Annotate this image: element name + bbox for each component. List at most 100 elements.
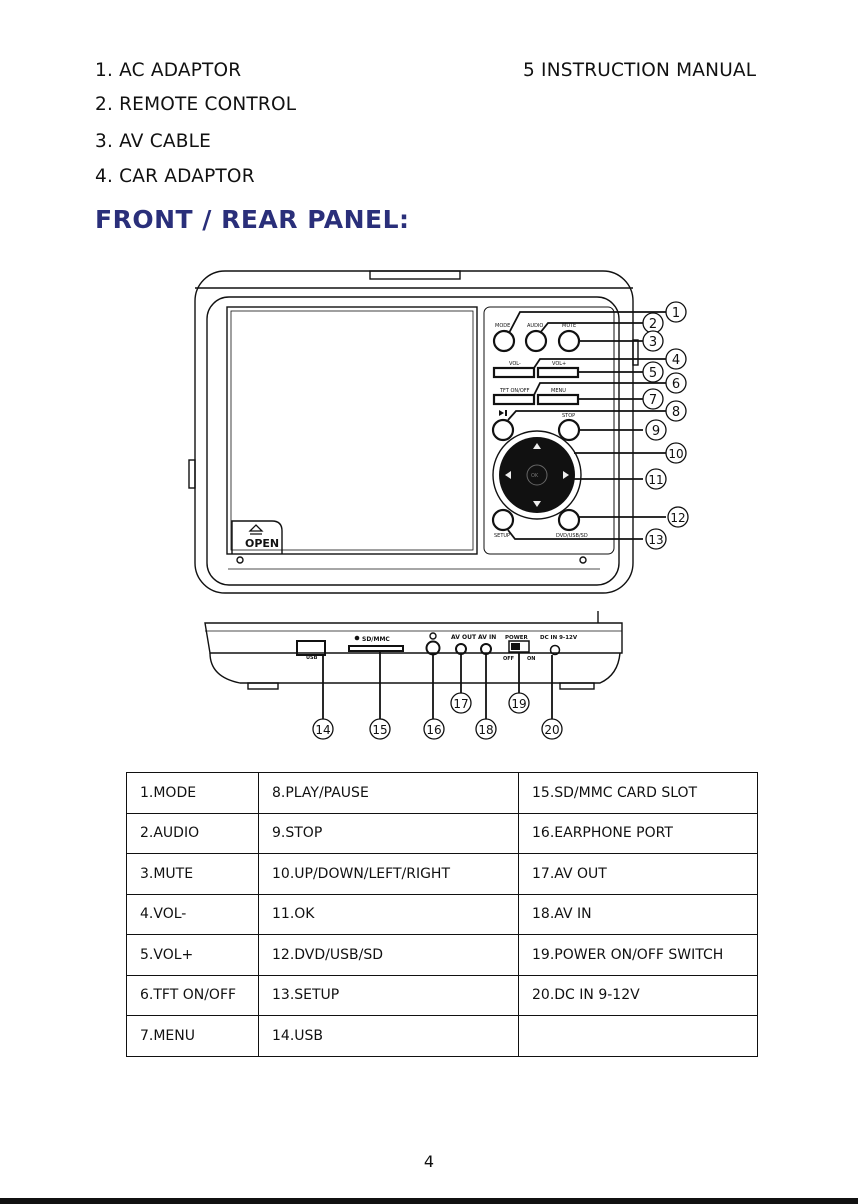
tft-button[interactable] bbox=[492, 393, 536, 406]
table-cell: 9.STOP bbox=[258, 812, 519, 854]
vol-minus-button[interactable] bbox=[492, 366, 536, 379]
table-row: 5.VOL+ 12.DVD/USB/SD 19.POWER ON/OFF SWI… bbox=[126, 934, 758, 976]
usb-port[interactable] bbox=[296, 640, 326, 656]
page-number: 4 bbox=[423, 1152, 435, 1171]
label-av-in: AV IN bbox=[478, 634, 496, 641]
callout-2: 2 bbox=[649, 317, 657, 332]
callout-6: 6 bbox=[672, 377, 680, 392]
callout-11: 11 bbox=[648, 473, 663, 487]
menu-button[interactable] bbox=[536, 393, 580, 406]
label-vol-minus: VOL- bbox=[509, 361, 521, 367]
table-row: 7.MENU 14.USB bbox=[126, 1015, 758, 1057]
label-usb: USB bbox=[306, 655, 318, 661]
earphone-port[interactable] bbox=[425, 640, 441, 656]
table-cell: 20.DC IN 9-12V bbox=[518, 974, 758, 1016]
callout-1: 1 bbox=[672, 306, 680, 321]
callout-17: 17 bbox=[453, 697, 468, 711]
label-open: OPEN bbox=[245, 537, 279, 550]
label-mode: MODE bbox=[495, 323, 510, 329]
callout-5: 5 bbox=[649, 366, 657, 381]
ok-button[interactable] bbox=[526, 464, 548, 486]
play-pause-button[interactable] bbox=[491, 418, 515, 442]
label-setup: SETUP bbox=[494, 533, 510, 539]
table-cell: 3.MUTE bbox=[126, 853, 259, 895]
label-on: ON bbox=[527, 656, 535, 662]
vol-plus-button[interactable] bbox=[536, 366, 580, 379]
dvd-usb-sd-button[interactable] bbox=[557, 508, 581, 532]
label-audio: AUDIO bbox=[527, 323, 543, 329]
stop-button[interactable] bbox=[557, 418, 581, 442]
callout-4: 4 bbox=[672, 353, 680, 368]
table-cell: 19.POWER ON/OFF SWITCH bbox=[518, 934, 758, 976]
callout-19: 19 bbox=[511, 697, 526, 711]
label-tft: TFT ON/OFF bbox=[499, 388, 530, 394]
label-menu: MENU bbox=[551, 388, 566, 394]
table-cell: 1.MODE bbox=[126, 772, 259, 814]
table-cell: 11.OK bbox=[258, 893, 519, 935]
accessory-item-2: 2. REMOTE CONTROL bbox=[95, 94, 297, 115]
sd-card-icon bbox=[354, 635, 360, 641]
accessory-item-3: 3. AV CABLE bbox=[95, 131, 212, 152]
label-av-out: AV OUT bbox=[451, 634, 477, 641]
callout-7: 7 bbox=[649, 393, 657, 408]
direction-pad[interactable] bbox=[499, 437, 575, 513]
callout-18: 18 bbox=[478, 723, 493, 737]
play-pause-icon bbox=[499, 410, 504, 416]
table-cell: 2.AUDIO bbox=[126, 812, 259, 854]
arrow-left-icon[interactable] bbox=[505, 471, 511, 479]
table-cell bbox=[518, 1015, 758, 1057]
label-dc-in: DC IN 9-12V bbox=[540, 635, 578, 641]
eject-icon bbox=[248, 524, 264, 535]
table-row: 1.MODE 8.PLAY/PAUSE 15.SD/MMC CARD SLOT bbox=[126, 772, 758, 814]
label-ok: OK bbox=[531, 473, 539, 479]
dc-in-port[interactable] bbox=[549, 644, 561, 656]
table-cell: 5.VOL+ bbox=[126, 934, 259, 976]
audio-button[interactable] bbox=[524, 329, 548, 353]
section-heading: FRONT / REAR PANEL: bbox=[95, 205, 410, 234]
arrow-up-icon[interactable] bbox=[533, 443, 541, 449]
callout-13: 13 bbox=[648, 533, 663, 547]
arrow-right-icon[interactable] bbox=[563, 471, 569, 479]
table-cell: 15.SD/MMC CARD SLOT bbox=[518, 772, 758, 814]
parts-legend-table: 1.MODE 8.PLAY/PAUSE 15.SD/MMC CARD SLOT … bbox=[126, 772, 758, 1057]
device-diagram: MODE AUDIO MUTE VOL- VOL+ TFT ON/OFF MEN… bbox=[188, 270, 689, 740]
label-dvd-usb-sd: DVD/USB/SD bbox=[556, 533, 588, 539]
table-row: 2.AUDIO 9.STOP 16.EARPHONE PORT bbox=[126, 812, 758, 854]
direction-arrows bbox=[505, 443, 569, 507]
label-power: POWER bbox=[505, 635, 529, 641]
table-cell: 7.MENU bbox=[126, 1015, 259, 1057]
table-cell: 4.VOL- bbox=[126, 893, 259, 935]
device-screen bbox=[226, 306, 478, 555]
open-tab bbox=[231, 520, 283, 554]
device-top-hinge bbox=[369, 270, 461, 280]
bottom-rule bbox=[0, 1198, 858, 1204]
table-cell: 18.AV IN bbox=[518, 893, 758, 935]
label-mute: MUTE bbox=[562, 323, 576, 329]
sd-mmc-slot[interactable] bbox=[348, 645, 404, 652]
callout-3: 3 bbox=[649, 335, 657, 350]
table-cell: 13.SETUP bbox=[258, 974, 519, 1016]
table-cell: 16.EARPHONE PORT bbox=[518, 812, 758, 854]
mute-button[interactable] bbox=[557, 329, 581, 353]
callout-8: 8 bbox=[672, 405, 680, 420]
table-row: 4.VOL- 11.OK 18.AV IN bbox=[126, 893, 758, 935]
label-sd-mmc: SD/MMC bbox=[362, 636, 390, 643]
device-front-bezel bbox=[206, 296, 620, 586]
table-cell: 17.AV OUT bbox=[518, 853, 758, 895]
arrow-down-icon[interactable] bbox=[533, 501, 541, 507]
callout-12: 12 bbox=[670, 511, 685, 525]
table-row: 3.MUTE 10.UP/DOWN/LEFT/RIGHT 17.AV OUT bbox=[126, 853, 758, 895]
setup-button[interactable] bbox=[491, 508, 515, 532]
label-off: OFF bbox=[503, 656, 514, 662]
label-stop: STOP bbox=[562, 413, 575, 419]
accessory-item-4: 4. CAR ADAPTOR bbox=[95, 166, 255, 187]
table-cell: 10.UP/DOWN/LEFT/RIGHT bbox=[258, 853, 519, 895]
callout-9: 9 bbox=[652, 424, 660, 439]
callout-15: 15 bbox=[372, 723, 387, 737]
callout-10: 10 bbox=[668, 447, 683, 461]
mode-button[interactable] bbox=[492, 329, 516, 353]
table-cell: 6.TFT ON/OFF bbox=[126, 974, 259, 1016]
device-side-body bbox=[204, 622, 623, 654]
table-row: 6.TFT ON/OFF 13.SETUP 20.DC IN 9-12V bbox=[126, 974, 758, 1016]
table-cell: 14.USB bbox=[258, 1015, 519, 1057]
